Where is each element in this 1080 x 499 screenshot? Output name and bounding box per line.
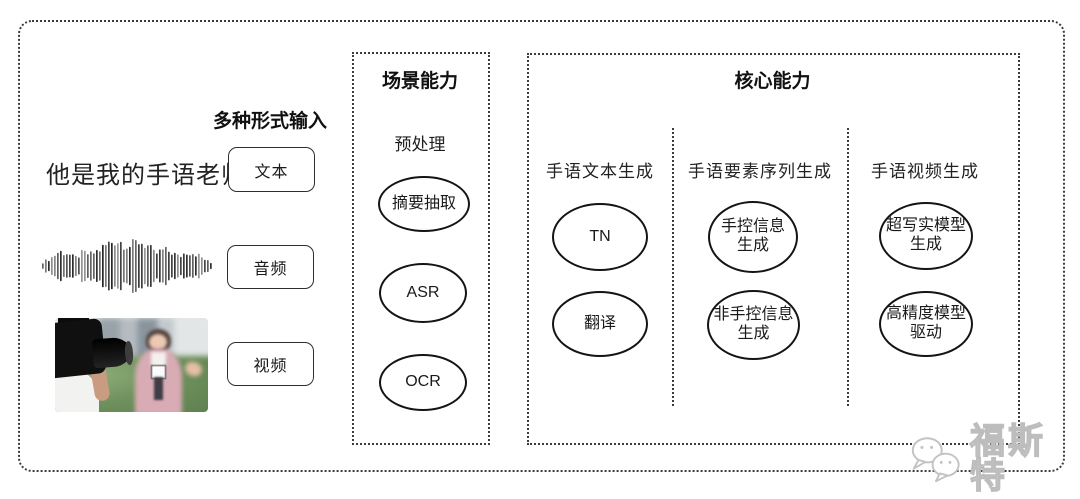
core-capability-title: 核心能力: [734, 71, 811, 92]
node-manual-info-line1: 手控信息: [720, 218, 785, 236]
node-asr-label: ASR: [406, 283, 440, 301]
input-box-video: 视频: [227, 342, 314, 386]
input-section-heading: 多种形式输入: [213, 111, 328, 132]
node-nonmanual-info-line1: 非手控信息: [713, 306, 794, 324]
node-hyperrealistic-line2: 生成: [909, 236, 942, 253]
preprocess-label: 预处理: [394, 135, 446, 154]
column-header-text-generation: 手语文本生成: [546, 162, 654, 181]
node-tn-label: TN: [589, 227, 611, 245]
watermark: 福斯特: [906, 422, 1080, 496]
input-box-video-label: 视频: [253, 358, 288, 375]
node-hyperrealistic-line1: 超写实模型: [885, 217, 966, 235]
node-ocr-label: OCR: [405, 373, 441, 391]
node-ocr: OCR: [379, 354, 467, 411]
core-column-divider-2: [847, 128, 849, 406]
news-interview-photo: [55, 318, 208, 412]
column-header-video-generation: 手语视频生成: [871, 162, 979, 181]
photo-reporter-shirt: [150, 351, 166, 369]
audio-waveform-icon: [38, 228, 214, 304]
node-high-precision-model-drive: 高精度模型 驱动: [879, 291, 973, 357]
node-asr: ASR: [379, 263, 467, 323]
input-box-audio: 音频: [227, 245, 314, 289]
sample-sentence: 他是我的手语老师: [46, 162, 246, 189]
scene-capability-box: [352, 52, 490, 445]
node-manual-info-generation: 手控信息 生成: [708, 201, 798, 273]
input-box-text-label: 文本: [254, 163, 289, 181]
node-translation: 翻译: [552, 291, 648, 357]
core-capability-box: [527, 53, 1020, 445]
node-summary-extraction-label: 摘要抽取: [391, 194, 456, 212]
column-header-element-sequence-generation: 手语要素序列生成: [688, 162, 832, 181]
photo-mic-handle: [154, 377, 163, 400]
input-box-audio-label: 音频: [253, 261, 288, 278]
watermark-text: 福斯特: [969, 422, 1046, 496]
node-manual-info-line2: 生成: [736, 237, 769, 254]
node-nonmanual-info-generation: 非手控信息 生成: [707, 290, 800, 360]
outer-frame: [18, 20, 1065, 472]
node-nonmanual-info-line2: 生成: [737, 325, 770, 342]
photo-reporter-face: [149, 333, 168, 350]
core-column-divider-1: [672, 128, 674, 406]
node-hyperrealistic-model-generation: 超写实模型 生成: [879, 202, 973, 270]
wechat-bubbles-icon: [911, 437, 960, 483]
input-box-text: 文本: [228, 147, 315, 192]
node-high-precision-line1: 高精度模型: [885, 305, 966, 323]
node-high-precision-line2: 驱动: [909, 324, 942, 341]
node-summary-extraction: 摘要抽取: [378, 176, 470, 232]
node-tn: TN: [552, 203, 648, 271]
node-translation-label: 翻译: [583, 314, 616, 332]
scene-capability-title: 场景能力: [381, 71, 458, 92]
